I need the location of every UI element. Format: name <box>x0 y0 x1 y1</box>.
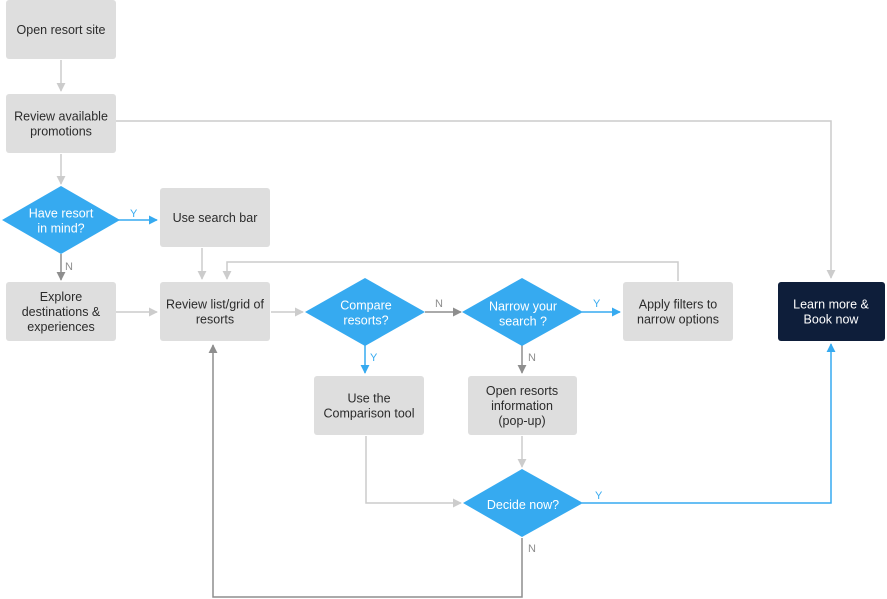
label-compare-no: N <box>435 298 443 310</box>
node-label-line: Apply filters to <box>639 298 718 312</box>
node-learn-more: Learn more &Book now <box>778 282 885 341</box>
node-label-line: destinations & <box>22 305 101 319</box>
label-decide-no: N <box>528 543 536 555</box>
edge-promotions-to-learn-more <box>116 120 836 279</box>
node-have-resort-shape <box>2 186 120 254</box>
label-decide-yes: Y <box>595 490 603 502</box>
node-label-line: resorts <box>196 313 234 327</box>
node-review-list-shape <box>160 282 270 341</box>
node-label-line: Explore <box>40 290 82 304</box>
label-narrow-no: N <box>528 352 536 364</box>
node-open-info-shape <box>468 376 577 435</box>
node-label-line: promotions <box>30 125 92 139</box>
label-compare-yes: Y <box>370 352 378 364</box>
label-have-resort-yes: Y <box>130 208 138 220</box>
label-have-resort-no: N <box>65 261 73 273</box>
connectors <box>56 60 836 598</box>
node-apply-filters-shape <box>623 282 733 341</box>
node-open-site-shape <box>6 0 116 59</box>
node-label-line: Compare <box>340 299 391 313</box>
node-label-line: Book now <box>804 313 860 327</box>
node-use-search-bar-label: Use search bar <box>173 211 258 225</box>
node-label-line: Open resort site <box>17 23 106 37</box>
node-comparison-tool-shape <box>314 376 424 435</box>
node-label-line: Review available <box>14 110 108 124</box>
node-label-line: Learn more & <box>793 298 869 312</box>
node-label-line: Decide now? <box>487 498 559 512</box>
node-label-line: Use the <box>347 392 390 406</box>
node-label-line: Open resorts <box>486 384 558 398</box>
node-label-line: experiences <box>27 320 94 334</box>
node-label-line: Comparison tool <box>323 407 414 421</box>
node-explore-shape <box>6 282 116 341</box>
node-label-line: (pop-up) <box>498 414 545 428</box>
node-learn-more-shape <box>778 282 885 341</box>
node-label-line: resorts? <box>343 314 388 328</box>
node-use-search-bar-shape <box>160 188 270 247</box>
node-open-site: Open resort site <box>6 0 116 59</box>
node-narrow-shape <box>462 278 583 346</box>
label-narrow-yes: Y <box>593 298 601 310</box>
edge-decide-no <box>208 344 523 598</box>
node-label-line: information <box>491 399 553 413</box>
edge-comparison-to-decide <box>365 436 462 508</box>
node-label-line: search ? <box>499 315 547 329</box>
node-label-line: Review list/grid of <box>166 298 264 312</box>
node-compare-shape <box>305 278 425 346</box>
node-learn-more-label: Learn more &Book now <box>793 298 869 327</box>
edge-labels: Y N N Y Y N Y N <box>65 208 603 555</box>
node-open-site-label: Open resort site <box>17 23 106 37</box>
node-label-line: in mind? <box>37 222 84 236</box>
edge-filters-back-to-review <box>222 261 679 281</box>
node-use-search-bar: Use search bar <box>160 188 270 247</box>
node-decide-now-shape <box>463 469 583 537</box>
node-label-line: narrow options <box>637 313 719 327</box>
node-label-line: Use search bar <box>173 211 258 225</box>
node-label-line: Narrow your <box>489 300 557 314</box>
node-decide-now-label: Decide now? <box>487 498 559 512</box>
node-decide-now: Decide now? <box>463 469 583 537</box>
node-review-promotions-shape <box>6 94 116 153</box>
node-label-line: Have resort <box>29 207 94 221</box>
edge-decide-yes <box>582 343 836 504</box>
